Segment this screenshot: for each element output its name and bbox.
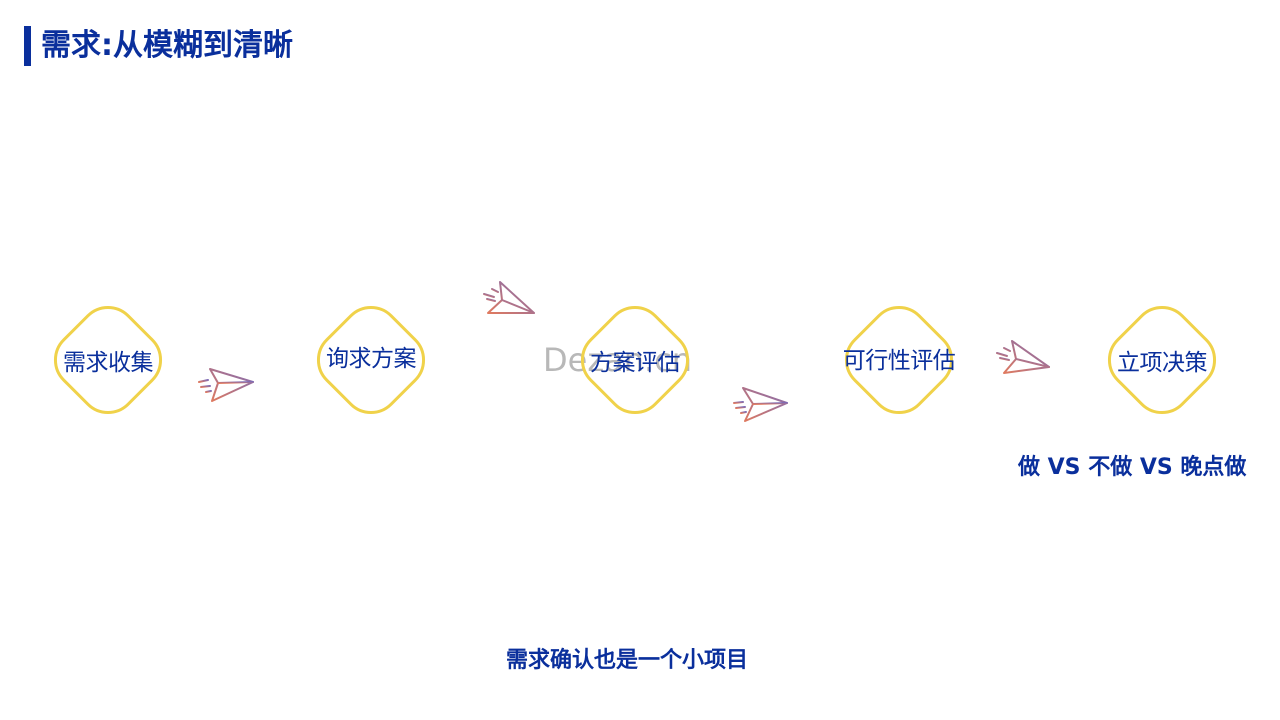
step-label: 可行性评估 [842,348,956,374]
step-solution-evaluation: 方案评估 [567,292,703,428]
bottom-summary-note: 需求确认也是一个小项目 [506,648,749,673]
step-requirement-collection: 需求收集 [40,292,176,428]
step-solution-inquiry: 询求方案 [303,292,439,428]
decision-options-note: 做 VS 不做 VS 晚点做 [1018,455,1247,480]
step-project-decision: 立项决策 [1094,292,1230,428]
paper-plane-icon [198,368,254,402]
step-label: 方案评估 [590,350,681,376]
step-feasibility-evaluation: 可行性评估 [831,292,967,428]
paper-plane-icon [483,281,535,314]
paper-plane-icon [733,387,788,422]
step-label: 立项决策 [1117,350,1208,376]
slide-title: 需求:从模糊到清晰 [41,28,293,63]
title-accent-bar [24,26,31,66]
paper-plane-icon [996,340,1050,374]
watermark: Dezan.cn [543,341,693,379]
step-label: 需求收集 [63,350,154,376]
step-label: 询求方案 [326,346,417,372]
